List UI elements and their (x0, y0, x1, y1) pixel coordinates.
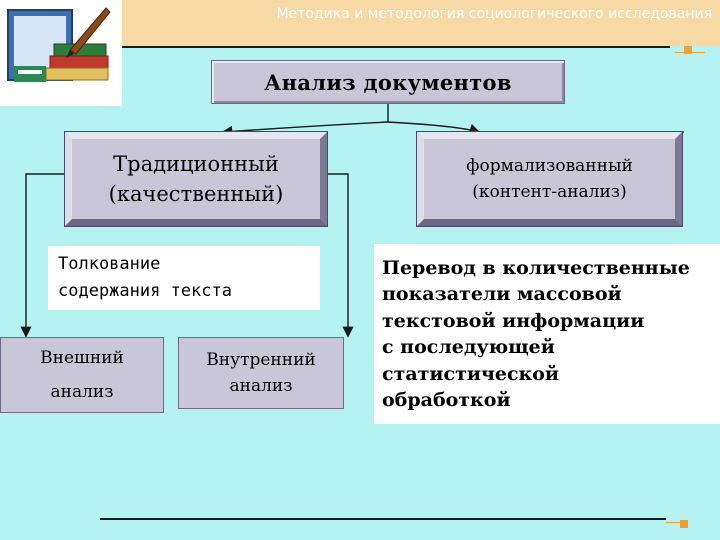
footer-line-accent (666, 522, 682, 523)
node-external-label: Внешний анализ (40, 348, 124, 402)
arrow-to-traditional (221, 121, 389, 138)
header-title: Методика и методология социологического … (276, 6, 712, 22)
node-formalized-label: формализованный (контент-анализ) (466, 156, 633, 202)
logo (0, 0, 122, 106)
arrow-to-internal (327, 173, 354, 338)
node-traditional: Традиционный (качественный) (65, 132, 327, 226)
node-quantitative-label: Перевод в количественные показатели масс… (382, 256, 690, 412)
header-band (122, 0, 720, 46)
node-external-analysis: Внешний анализ (0, 337, 164, 413)
node-quantitative-translation: Перевод в количественные показатели масс… (374, 244, 720, 424)
root-node-label: Анализ документов (264, 69, 512, 95)
arrow-to-external (20, 173, 65, 338)
node-internal-label: Внутренний анализ (206, 350, 316, 396)
header-underline-thin (675, 52, 705, 53)
node-interpretation-label: Толкование содержания текста (58, 254, 232, 301)
footer-accent-square (680, 520, 688, 528)
books-quill-icon (7, 7, 111, 82)
root-node-document-analysis: Анализ документов (211, 60, 565, 104)
node-formalized: формализованный (контент-анализ) (417, 132, 682, 226)
node-interpretation: Толкование содержания текста (48, 246, 320, 310)
header-underline (122, 46, 670, 48)
arrow-to-formalized (387, 121, 481, 135)
node-traditional-label: Традиционный (качественный) (108, 152, 284, 206)
node-internal-analysis: Внутренний анализ (178, 337, 344, 409)
footer-line (100, 518, 666, 520)
header-accent-square (684, 46, 692, 54)
